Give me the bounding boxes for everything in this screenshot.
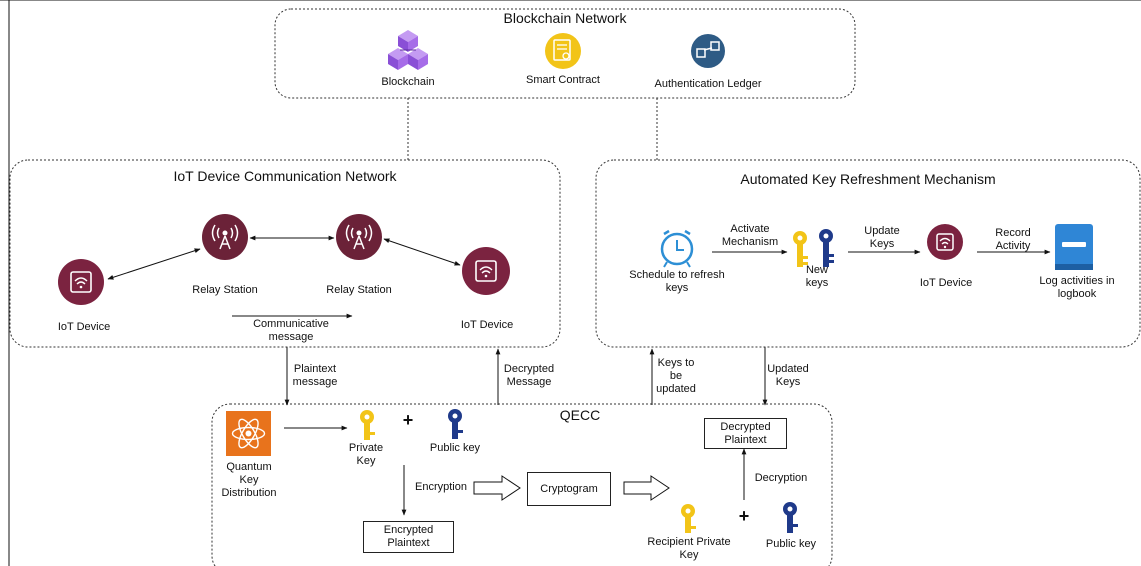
authentication-ledger-label: Authentication Ledger	[654, 78, 762, 90]
recipient-private-key-label: Recipient Private Key	[647, 536, 731, 561]
logbook-icon	[1055, 224, 1093, 270]
relay-station-2-icon	[336, 214, 382, 260]
iot-device-refresh-icon	[927, 224, 963, 260]
iot-device-right-icon	[462, 247, 510, 295]
iot-network-title: IoT Device Communication Network	[173, 168, 397, 184]
ledger-chain-icon	[691, 34, 725, 68]
schedule-label: Schedule to refresh keys	[629, 269, 725, 294]
communicative-message-label: Communicative message	[253, 318, 329, 343]
relay-station-1-label: Relay Station	[192, 284, 258, 296]
encrypted-plaintext-box: Encrypted Plaintext	[363, 521, 454, 553]
qkd-label: Quantum Key Distribution	[221, 461, 277, 499]
iot-device-left-label: IoT Device	[57, 321, 111, 333]
blockchain-network-title: Blockchain Network	[503, 10, 627, 26]
plus-sign-1: +	[402, 410, 414, 430]
decryption-label: Decryption	[754, 472, 808, 484]
plus-sign-2: +	[738, 506, 750, 526]
keys-to-be-updated-label: Keys to be updated	[656, 357, 696, 395]
blockchain-label: Blockchain	[381, 76, 435, 88]
private-key-icon	[360, 410, 375, 440]
encryption-block-arrow	[473, 475, 521, 501]
relay-station-1-icon	[202, 214, 248, 260]
new-keys-icon	[793, 229, 834, 267]
log-activities-label: Log activities in logbook	[1039, 275, 1115, 300]
public-key-2-icon	[783, 502, 798, 533]
record-activity-label: Record Activity	[995, 227, 1031, 252]
blockchain-network-box	[274, 8, 856, 99]
private-key-label: Private Key	[348, 442, 384, 467]
cryptogram-block-arrow	[623, 475, 670, 501]
iot-device-right-label: IoT Device	[460, 319, 514, 331]
key-refresh-title: Automated Key Refreshment Mechanism	[740, 171, 996, 187]
iot-network-box	[9, 159, 561, 348]
blockchain-icon	[388, 30, 428, 70]
quantum-key-distribution-icon	[226, 411, 271, 456]
public-key-2-label: Public key	[765, 538, 817, 550]
activate-mechanism-label: Activate Mechanism	[721, 223, 779, 248]
smart-contract-icon	[545, 33, 581, 69]
iot-device-refresh-label: IoT Device	[919, 277, 973, 289]
relay-station-2-label: Relay Station	[326, 284, 392, 296]
decrypted-plaintext-box: Decrypted Plaintext	[704, 418, 787, 449]
public-key-label: Public key	[429, 442, 481, 454]
recipient-private-key-icon	[681, 504, 696, 533]
smart-contract-label: Smart Contract	[526, 74, 600, 86]
update-keys-label: Update Keys	[864, 225, 900, 250]
qecc-title: QECC	[559, 407, 601, 423]
iot-device-left-icon	[58, 259, 104, 305]
updated-keys-label: Updated Keys	[767, 363, 809, 388]
key-refresh-box	[595, 159, 1141, 348]
encryption-label: Encryption	[415, 481, 467, 493]
public-key-icon	[448, 409, 463, 439]
decrypted-message-label: Decrypted Message	[503, 363, 555, 388]
cryptogram-box: Cryptogram	[527, 472, 611, 506]
alarm-clock-icon	[660, 229, 694, 268]
plaintext-message-label: Plaintext message	[292, 363, 338, 388]
qecc-box	[211, 403, 833, 566]
new-keys-label: New keys	[805, 264, 829, 289]
